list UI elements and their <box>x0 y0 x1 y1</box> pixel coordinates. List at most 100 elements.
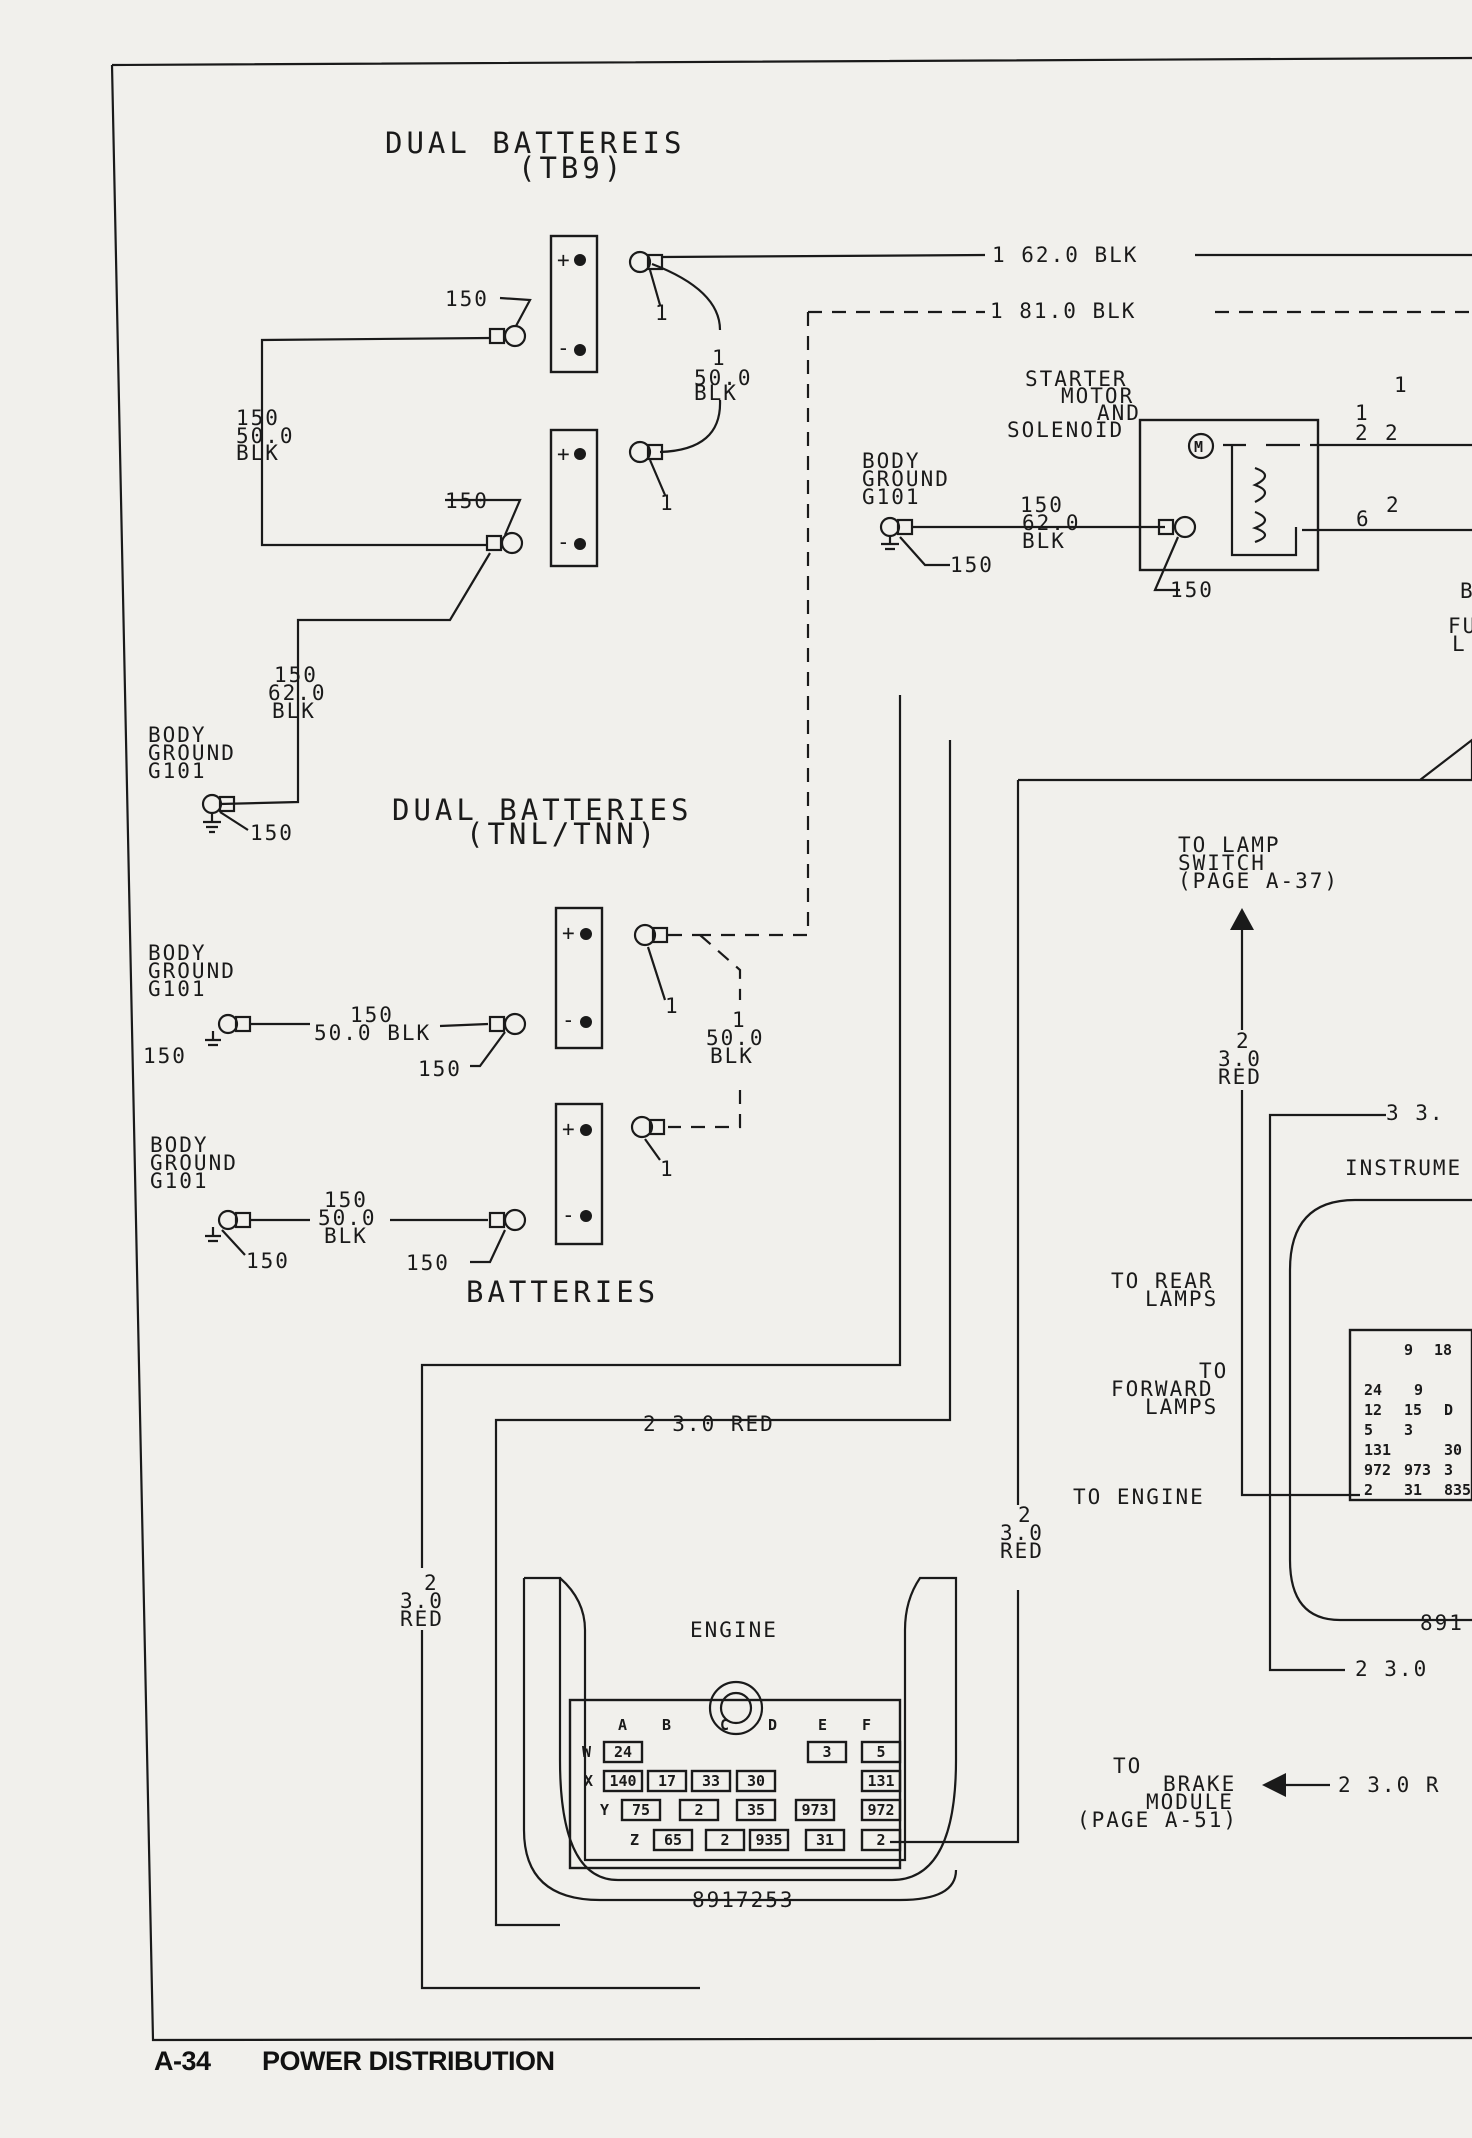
lbl-150: 150 <box>350 1003 394 1027</box>
connector-cavity <box>735 1798 777 1822</box>
tb9-title: DUAL BATTEREIS <box>385 126 685 160</box>
instrument-cavity-label: 3 <box>1404 1421 1413 1439</box>
tnl-title: DUAL BATTERIES <box>392 793 692 827</box>
lbl-g101: G101 <box>148 977 207 1001</box>
to-lamp-1: TO LAMP <box>1178 833 1281 857</box>
instrument-cavity-label: 9 <box>1404 1341 1413 1359</box>
lbl-1: 1 <box>665 994 680 1018</box>
instrument-cavity-label: 24 <box>1364 1381 1382 1399</box>
connector-cavity <box>690 1769 732 1793</box>
lbl-150: 150 <box>143 1044 187 1068</box>
lbl-blk: BLK <box>236 441 280 465</box>
lbl-1: 1 <box>660 1157 675 1181</box>
lbl-2: 2 <box>1018 1503 1033 1527</box>
connector-cavity-label: 33 <box>702 1772 720 1790</box>
connector-cavity <box>806 1740 848 1764</box>
connector-cavity-label: 3 <box>822 1743 831 1761</box>
wire-3-red: 2 3.0 RED <box>643 1412 775 1436</box>
instrument-cavity-label: 972 <box>1364 1461 1391 1479</box>
lbl-150: 150 <box>324 1188 368 1212</box>
engine-title: ENGINE <box>690 1618 778 1642</box>
to-brake-1: TO <box>1113 1754 1142 1778</box>
starter-solenoid-box <box>1138 418 1320 572</box>
connector-row-label: X <box>584 1772 593 1790</box>
connector-col-label: E <box>818 1716 827 1734</box>
lbl-3-0: 3.0 <box>1218 1047 1262 1071</box>
to-brake-4: (PAGE A-51) <box>1077 1808 1238 1832</box>
instrument-cavity-label: 973 <box>1404 1461 1431 1479</box>
wire-instrument: 3 3. <box>1386 1101 1445 1125</box>
battery-3 <box>554 906 604 1050</box>
lbl-blk: BLK <box>1022 529 1066 553</box>
connector-row-label: Z <box>630 1831 639 1849</box>
to-lamp-2: SWITCH <box>1178 851 1266 875</box>
engine-connector-pn: 8917253 <box>692 1888 795 1912</box>
lbl-150: 150 <box>950 553 994 577</box>
lbl-62: 62.0 <box>268 681 327 705</box>
lbl-3-0: 3.0 <box>1000 1521 1044 1545</box>
connector-cavity-label: 2 <box>694 1801 703 1819</box>
connector-cavity <box>620 1798 662 1822</box>
lbl-50: 50.0 <box>318 1206 377 1230</box>
connector-cavity-label: 75 <box>632 1801 650 1819</box>
lbl-blk: BLK <box>694 381 738 405</box>
lbl-red: RED <box>1000 1539 1044 1563</box>
connector-cavity <box>678 1798 720 1822</box>
to-fwd-3: LAMPS <box>1145 1395 1218 1419</box>
lbl-50: 50.0 <box>694 366 753 390</box>
lbl-ground: GROUND <box>148 741 236 765</box>
ground-symbol <box>201 793 249 834</box>
lbl-50blk: 50.0 BLK <box>314 1021 431 1045</box>
lbl-g101: G101 <box>862 485 921 509</box>
lbl-2: 2 <box>424 1571 439 1595</box>
connector-cavity-label: 972 <box>867 1801 894 1819</box>
svg-text:M: M <box>1194 438 1203 456</box>
battery-4-plus: + <box>562 1117 577 1141</box>
lbl-body: BODY <box>148 941 207 965</box>
connector-col-label: F <box>862 1716 871 1734</box>
lbl-62: 62.0 <box>1022 511 1081 535</box>
instrument-title: INSTRUME <box>1345 1156 1462 1180</box>
tnl-subtitle: (TNL/TNN) <box>466 817 659 851</box>
lbl-50: 50.0 <box>706 1026 765 1050</box>
lbl-red: RED <box>400 1607 444 1631</box>
lbl-g101: G101 <box>148 759 207 783</box>
to-rear-2: LAMPS <box>1145 1287 1218 1311</box>
instrument-cavity-label: 3 <box>1444 1461 1453 1479</box>
to-fwd-1: TO <box>1199 1359 1228 1383</box>
connector-cavity <box>652 1828 694 1852</box>
batteries-title: BATTERIES <box>466 1275 659 1309</box>
lbl-3-0: 3.0 <box>400 1589 444 1613</box>
wire-bottom-a: 2 3.0 <box>1355 1657 1428 1681</box>
wire-bottom-b: 2 3.0 R <box>1338 1773 1441 1797</box>
lbl-150: 150 <box>246 1249 290 1273</box>
lbl-150: 150 <box>274 663 318 687</box>
to-fwd-2: FORWARD <box>1111 1377 1214 1401</box>
lbl-150: 150 <box>250 821 294 845</box>
arrow-up-icon <box>1230 908 1254 930</box>
instrument-cavity-label: 131 <box>1364 1441 1391 1459</box>
connector-cavity <box>704 1828 746 1852</box>
instrument-cavity-label: 31 <box>1404 1481 1422 1499</box>
battery-4-minus: - <box>562 1203 577 1227</box>
battery-1 <box>549 234 599 374</box>
starter-title-4: SOLENOID <box>1007 418 1124 442</box>
instrument-cavity-label: 12 <box>1364 1401 1382 1419</box>
connector-cavity-label: 973 <box>801 1801 828 1819</box>
tb9-subtitle: (TB9) <box>518 151 625 185</box>
instrument-cavity-label: D <box>1444 1401 1453 1419</box>
connector-cavity-label: 31 <box>816 1831 834 1849</box>
to-lamp-3: (PAGE A-37) <box>1178 869 1339 893</box>
instrument-cavity-label: 15 <box>1404 1401 1422 1419</box>
page-number: A-34 <box>154 2046 211 2076</box>
connector-col-label: D <box>768 1716 777 1734</box>
lbl-ground: GROUND <box>150 1151 238 1175</box>
lbl-2: 2 <box>1236 1029 1251 1053</box>
lbl-blk: BLK <box>272 699 316 723</box>
arrow-left-icon <box>1262 1773 1286 1797</box>
lbl-1: 1 <box>1394 373 1409 397</box>
connector-cavity <box>860 1828 902 1852</box>
connector-cavity-label: 140 <box>609 1772 636 1790</box>
connector-col-label: A <box>618 1716 627 1734</box>
